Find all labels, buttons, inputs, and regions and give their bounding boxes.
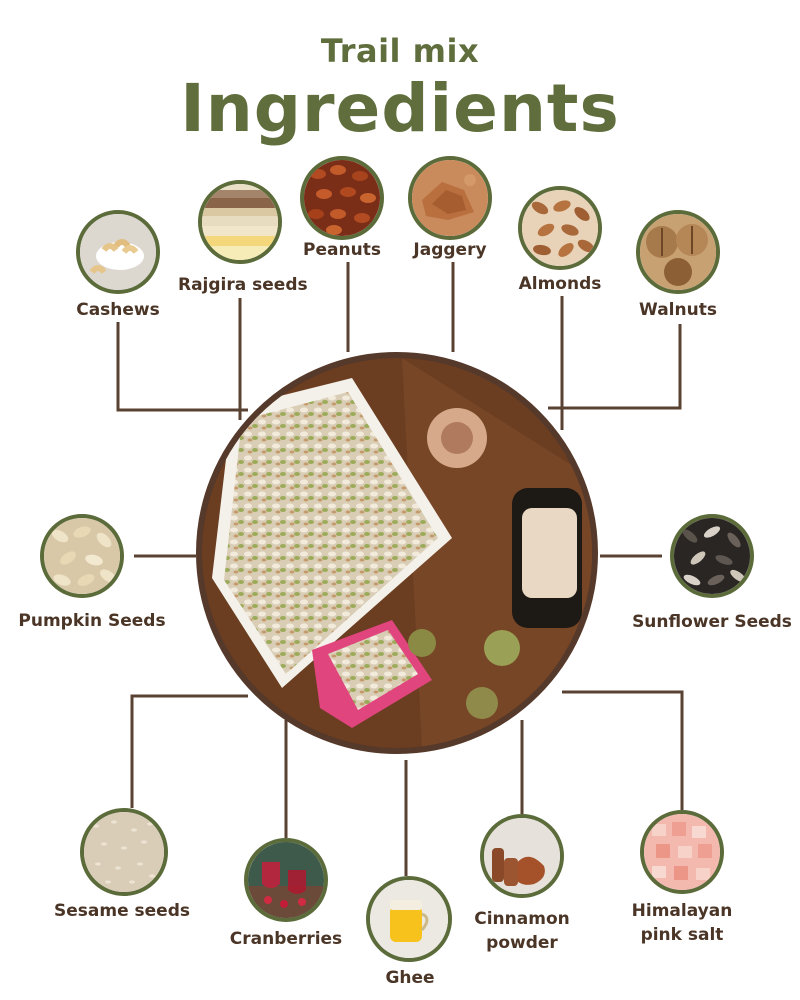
rajgira-seeds-label: Rajgira seeds bbox=[178, 275, 308, 295]
cinnamon-powder-label-line1: Cinnamon bbox=[474, 909, 570, 929]
connector-walnuts bbox=[548, 324, 682, 410]
connector-cashews bbox=[116, 322, 248, 412]
walnuts-label: Walnuts bbox=[639, 300, 717, 320]
trail-mix-photo bbox=[196, 352, 598, 754]
sesame-seeds-label: Sesame seeds bbox=[54, 901, 190, 921]
sunflower-seeds-image bbox=[670, 514, 754, 598]
connector-salt bbox=[562, 690, 684, 810]
rajgira-seeds-image bbox=[198, 180, 282, 264]
pumpkin-seeds-label: Pumpkin Seeds bbox=[18, 611, 166, 631]
cinnamon-powder-label-line2: powder bbox=[486, 933, 558, 953]
sesame-seeds-image bbox=[80, 808, 168, 896]
page-title: Ingredients bbox=[180, 70, 620, 147]
himalayan-pink-salt-label-line1: Himalayan bbox=[631, 901, 733, 921]
ghee-label: Ghee bbox=[385, 968, 435, 988]
ghee-image bbox=[366, 876, 452, 962]
cashews-label: Cashews bbox=[76, 300, 160, 320]
himalayan-pink-salt-image bbox=[640, 810, 724, 894]
peanuts-label: Peanuts bbox=[303, 240, 381, 260]
cinnamon-powder-image bbox=[480, 814, 564, 898]
himalayan-pink-salt-label-line2: pink salt bbox=[640, 925, 724, 945]
almonds-image bbox=[518, 186, 602, 270]
cashews-image bbox=[76, 210, 160, 294]
walnuts-image bbox=[636, 210, 720, 294]
sunflower-seeds-label: Sunflower Seeds bbox=[632, 612, 792, 632]
jaggery-label: Jaggery bbox=[413, 240, 487, 260]
peanuts-image bbox=[300, 156, 384, 240]
cranberries-image bbox=[244, 838, 328, 922]
almonds-label: Almonds bbox=[518, 274, 602, 294]
jaggery-image bbox=[408, 156, 492, 240]
pumpkin-seeds-image bbox=[40, 514, 124, 598]
cranberries-label: Cranberries bbox=[229, 929, 343, 949]
connector-sesame bbox=[130, 694, 248, 808]
subtitle: Trail mix bbox=[320, 32, 480, 70]
